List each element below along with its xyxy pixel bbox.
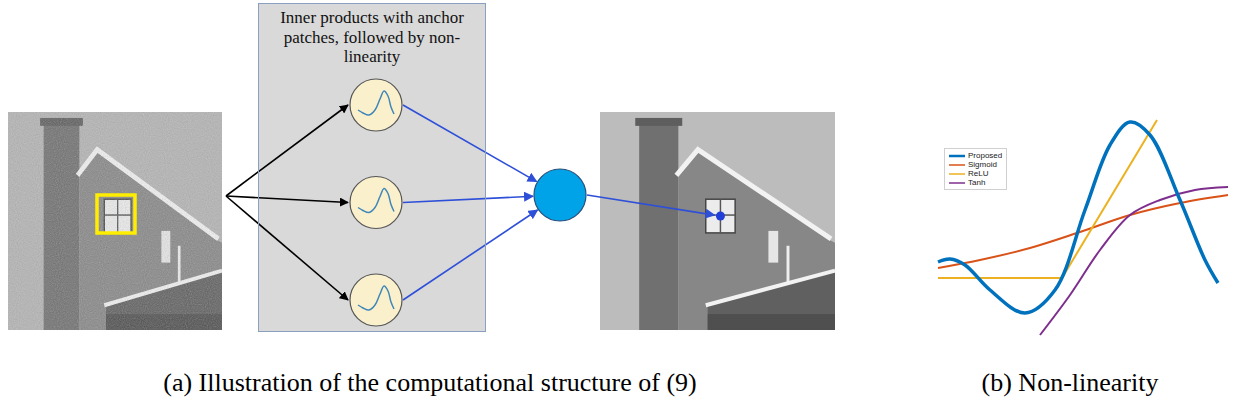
window (706, 199, 735, 233)
legend-entry: Sigmoid (949, 160, 1002, 169)
noisy-house-image (8, 112, 222, 330)
gable-wall (678, 152, 835, 330)
noise (8, 112, 222, 330)
anchor-circle (350, 79, 402, 131)
chimney (639, 120, 678, 330)
sky (600, 112, 835, 330)
output-pixel-dot (716, 212, 725, 221)
relu-curve (938, 120, 1157, 278)
legend-line-sample (949, 153, 965, 159)
legend-text: Proposed (968, 151, 1002, 160)
legend-text: ReLU (968, 169, 988, 178)
legend-line-sample (949, 171, 965, 177)
lower-roof-trim (706, 271, 835, 306)
sigmoid-curve (938, 195, 1228, 268)
side-window (768, 231, 778, 263)
legend-line (949, 154, 965, 157)
patch-square (97, 195, 135, 233)
denoised-house-image (600, 112, 835, 330)
legend-entry: ReLU (949, 169, 1002, 178)
caption: (b) Non-linearity (982, 368, 1159, 398)
legend-entry: Proposed (949, 151, 1002, 160)
lower-wall (708, 314, 835, 330)
processing-box: Inner products with anchor patches, foll… (258, 3, 486, 332)
anchor-circle (350, 274, 402, 326)
box-fill (258, 3, 486, 332)
legend-line (949, 182, 965, 184)
anchor-circle (350, 177, 402, 229)
roof-trim (676, 150, 831, 239)
legend-text: Sigmoid (968, 160, 997, 169)
legend-text: Tanh (968, 178, 985, 187)
chimney-cap (635, 118, 682, 126)
nonlinearity-glyph (358, 91, 394, 115)
nonlinearity-glyph (358, 286, 394, 310)
chart-legend: ProposedSigmoidReLUTanh (944, 148, 1007, 190)
output-arrow (587, 195, 715, 215)
weight-arrow (403, 105, 537, 182)
legend-line-sample (949, 180, 965, 186)
input-arrow (226, 196, 348, 300)
legend-entry: Tanh (949, 178, 1002, 187)
box-heading: Inner products with anchor patches, foll… (259, 4, 485, 67)
input-arrow (226, 196, 348, 203)
nonlinearity-glyph (358, 188, 394, 212)
legend-line (949, 173, 965, 175)
weight-arrow (403, 196, 533, 202)
legend-line (949, 164, 965, 166)
legend-line-sample (949, 162, 965, 168)
caption: (a) Illustration of the computational st… (163, 368, 697, 398)
input-arrow (226, 105, 348, 196)
proposed-curve (938, 122, 1218, 313)
sky (8, 112, 222, 330)
sum-circle (534, 169, 586, 221)
weight-arrow (403, 210, 538, 300)
